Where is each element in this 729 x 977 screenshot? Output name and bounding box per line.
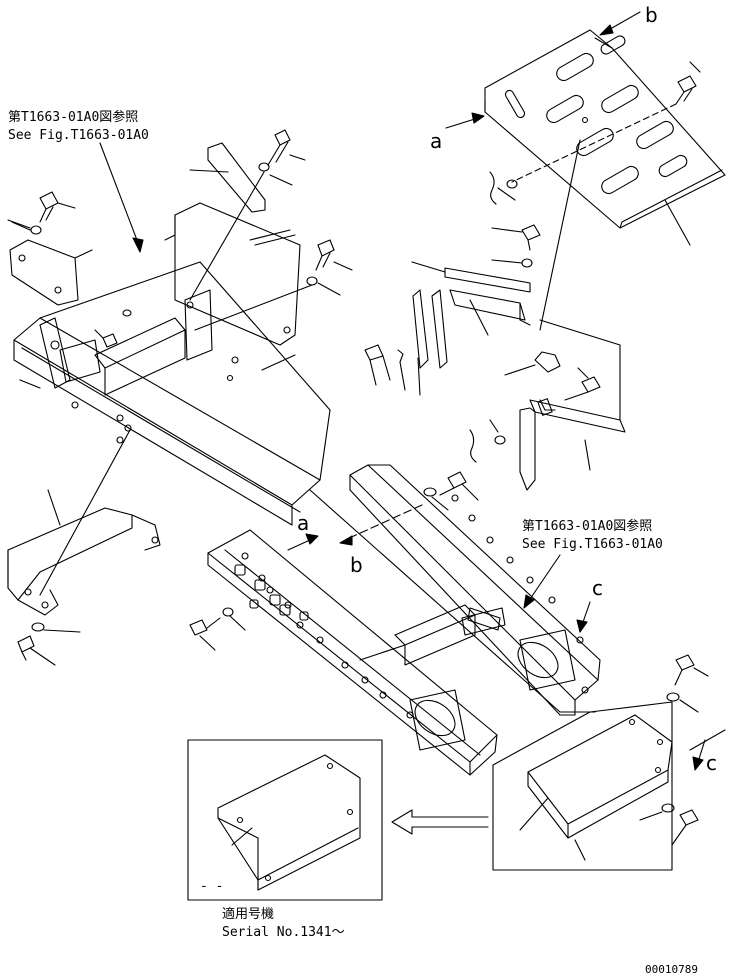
- frame-blocks: [234, 564, 309, 621]
- lower-left-cover: [7, 429, 161, 616]
- bolt-frame-top: [423, 471, 479, 511]
- upper-left-frame: [13, 261, 331, 526]
- bolt-top-center: [189, 129, 306, 301]
- small-bracket-top: [189, 142, 266, 213]
- drawing-number: 00010789: [645, 963, 698, 976]
- frame-holes: [241, 494, 589, 719]
- deck-slots: [504, 35, 688, 195]
- inset-dash: - -: [200, 879, 223, 894]
- bolt-lower-right-top: [666, 654, 709, 713]
- ref-note-jp-mid: 第T1663-01A0図参照: [522, 518, 652, 534]
- lower-right-cover: [519, 711, 673, 861]
- view-letter-c-mid-text: c: [592, 576, 603, 600]
- deck-plate: [484, 29, 726, 246]
- view-letter-a-top: a: [430, 112, 485, 153]
- cover-callout-box: [492, 701, 673, 871]
- bolt-upper-mid: [194, 239, 353, 331]
- ref-note-en-top: See Fig.T1663-01A0: [8, 128, 149, 143]
- bolt-left-top: [11, 191, 76, 235]
- bolt-clamp: [564, 367, 601, 401]
- view-letter-a-top-text: a: [430, 129, 442, 153]
- washer-clamp: [469, 419, 506, 463]
- view-letter-a-mid: a: [287, 511, 319, 551]
- leader-lines-upper-left: [7, 219, 296, 389]
- ref-note-en-mid: See Fig.T1663-01A0: [522, 537, 663, 552]
- ref-arrow-mid: [523, 554, 561, 609]
- view-letter-c-right: c: [689, 729, 726, 775]
- bolt-lower-right-bottom: [639, 803, 699, 846]
- main-frame: [207, 464, 601, 776]
- bolt-mid-right: [491, 224, 541, 268]
- bracket-callout: [539, 319, 621, 421]
- ref-note-jp-top: 第T1663-01A0図参照: [8, 109, 138, 125]
- view-letter-b-top-text: b: [645, 3, 658, 27]
- cover-plate-upper: [164, 202, 301, 346]
- bolt-small-left: [94, 309, 132, 348]
- leader-deck: [539, 139, 581, 331]
- ref-arrow-top: [99, 142, 144, 253]
- view-letter-b-mid: b: [339, 504, 423, 577]
- bar-bracket: [411, 261, 531, 336]
- inset-box: [187, 739, 383, 901]
- inset-applicable-label: 適用号機: [222, 906, 274, 922]
- clamp-plate: [504, 351, 626, 491]
- bolt-lower-left: [17, 622, 81, 666]
- washer-top-right: [489, 171, 518, 205]
- view-letter-b-mid-text: b: [350, 553, 363, 577]
- bolt-pin-mid: [364, 344, 406, 391]
- bolt-top-right: [511, 61, 701, 183]
- view-letter-b-top: b: [599, 3, 658, 36]
- strap-left: [412, 289, 448, 396]
- left-plate: [9, 239, 93, 306]
- view-letter-a-mid-text: a: [297, 511, 309, 535]
- inset-serial-label: Serial No.1341～: [222, 925, 345, 940]
- view-letter-c-mid: c: [576, 576, 603, 633]
- inset-arrow: [391, 809, 489, 835]
- bolt-frame-left: [189, 607, 246, 651]
- view-letter-c-right-text: c: [706, 751, 717, 775]
